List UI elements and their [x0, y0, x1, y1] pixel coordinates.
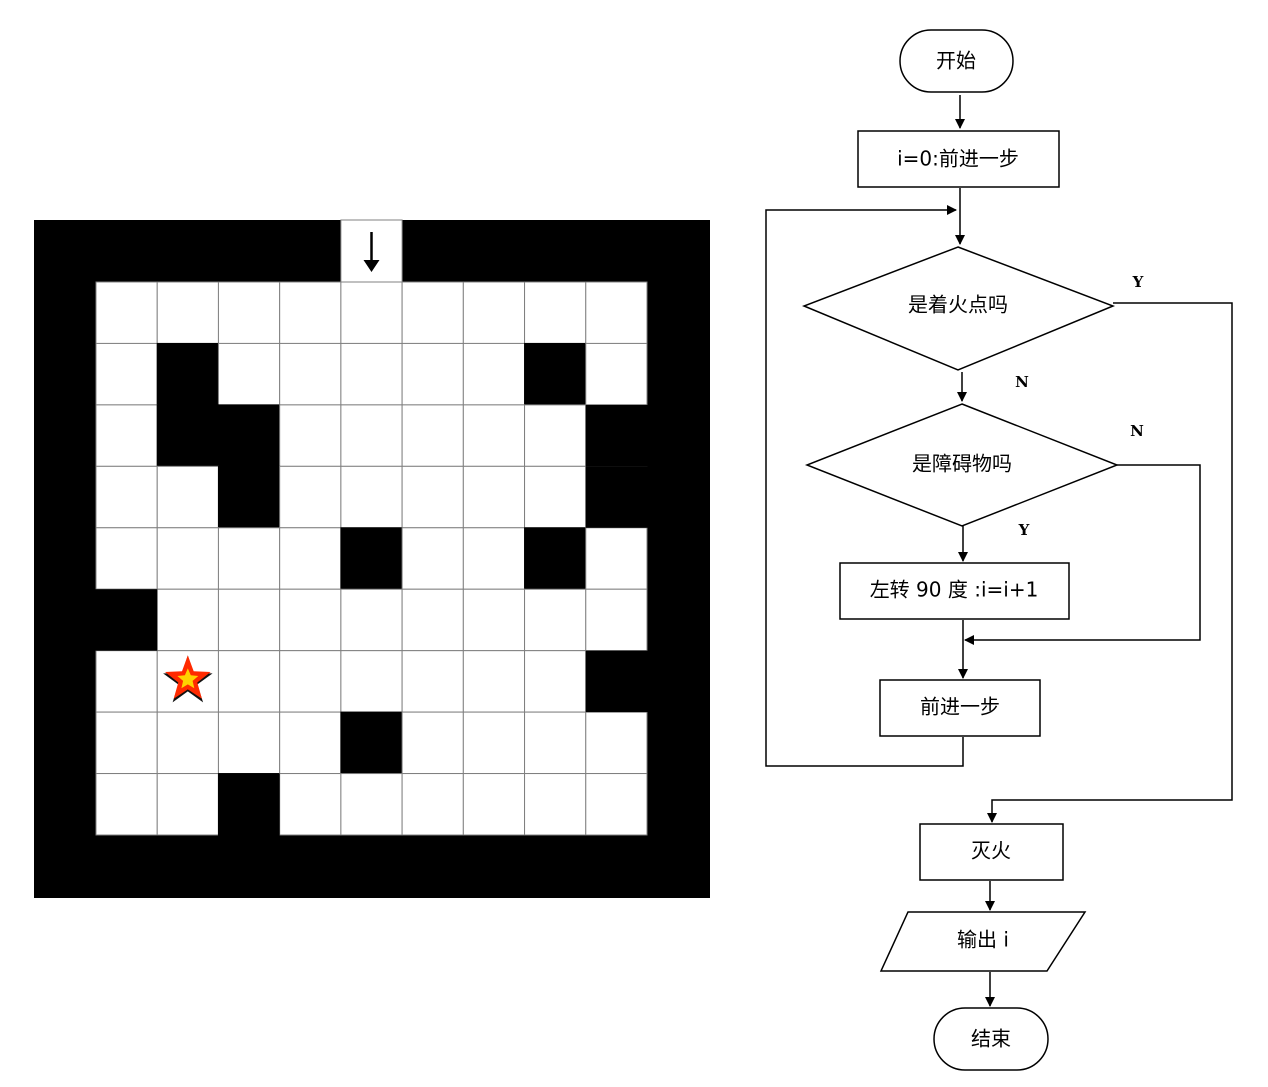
- maze-open-cell: [217, 711, 281, 775]
- maze-border-wall: [34, 589, 158, 651]
- fire-yes-label: Y: [1132, 273, 1144, 291]
- fire-no-label: N: [1015, 373, 1029, 391]
- maze-open-cell: [462, 281, 526, 344]
- maze-open-cell: [217, 588, 281, 652]
- turn-label: 左转 90 度 :i=i+1: [870, 578, 1039, 602]
- obstacle-decision-label: 是障碍物吗: [912, 452, 1012, 476]
- maze-open-cell: [585, 588, 648, 652]
- forward-label: 前进一步: [920, 695, 1000, 719]
- maze-open-cell: [462, 650, 526, 713]
- maze-open-cell: [401, 527, 464, 590]
- maze-open-cell: [462, 342, 526, 406]
- maze-open-cell: [401, 404, 464, 467]
- maze-open-cell: [524, 650, 587, 713]
- maze-border-wall: [585, 650, 710, 713]
- maze-open-cell: [279, 650, 342, 713]
- forward-process: [879, 679, 1041, 737]
- maze-open-cell: [95, 465, 158, 529]
- maze-open-cell: [462, 404, 526, 467]
- maze-open-cell: [279, 588, 342, 652]
- maze-open-cell: [95, 527, 158, 590]
- maze-open-cell: [401, 773, 464, 836]
- maze-grid: [34, 219, 710, 898]
- maze-open-cell: [524, 711, 587, 775]
- maze-open-cell: [340, 650, 403, 713]
- maze-wall-cell: [524, 527, 587, 590]
- maze-open-cell: [462, 527, 526, 590]
- maze-open-cell: [95, 711, 158, 775]
- arrow-down-icon-head: [363, 260, 380, 272]
- fire-decision-label: 是着火点吗: [908, 293, 1008, 317]
- init-label: i=0:前进一步: [897, 147, 1019, 171]
- maze-open-cell: [217, 650, 281, 713]
- maze-wall-cell: [524, 342, 587, 406]
- maze-open-cell: [585, 281, 648, 344]
- obstacle-no-label: N: [1130, 422, 1144, 440]
- maze-open-cell: [217, 342, 281, 406]
- maze-open-cell: [156, 465, 219, 529]
- output-io: [879, 911, 1087, 972]
- maze-open-cell: [156, 281, 219, 344]
- maze-border-wall: [585, 466, 710, 528]
- maze-open-cell: [95, 281, 158, 344]
- maze-open-cell: [95, 650, 158, 713]
- init-process: [857, 130, 1060, 188]
- maze-open-cell: [524, 773, 587, 836]
- output-label: 输出 i: [957, 928, 1009, 952]
- maze-open-cell: [279, 342, 342, 406]
- connector-loop-back: [765, 205, 964, 767]
- fire-star-core: [177, 668, 199, 689]
- start-terminal: [899, 29, 1014, 93]
- maze-open-cell: [585, 527, 648, 590]
- maze-open-cell: [401, 342, 464, 406]
- maze-open-cell: [401, 588, 464, 652]
- maze-open-cell: [156, 527, 219, 590]
- start-label: 开始: [936, 49, 976, 73]
- maze-open-cell: [401, 281, 464, 344]
- end-label: 结束: [971, 1027, 1011, 1051]
- maze-open-cell: [340, 342, 403, 406]
- maze-wall-cell: [156, 342, 219, 406]
- maze-open-cell: [524, 588, 587, 652]
- maze-open-cell: [462, 465, 526, 529]
- fire-decision: [801, 246, 1116, 371]
- extinguish-process: [919, 823, 1064, 881]
- maze-open-cell: [279, 711, 342, 775]
- maze-wall-cell: [217, 404, 281, 467]
- maze-border-wall: [585, 404, 710, 467]
- maze-wall-cell: [156, 404, 219, 467]
- maze-border-wall: [218, 773, 280, 898]
- maze-open-cell: [585, 773, 648, 836]
- connector-obstacle-no: [964, 464, 1201, 645]
- maze-open-cell: [585, 342, 648, 406]
- maze-open-cell: [340, 404, 403, 467]
- turn-process: [839, 562, 1070, 620]
- maze-open-cell: [279, 527, 342, 590]
- connector-fire-yes: [987, 302, 1233, 823]
- maze-open-cell: [156, 588, 219, 652]
- maze-open-cell: [340, 773, 403, 836]
- end-terminal: [933, 1007, 1049, 1071]
- obstacle-yes-label: Y: [1018, 521, 1030, 539]
- obstacle-decision: [804, 403, 1120, 527]
- extinguish-label: 灭火: [971, 839, 1011, 863]
- maze-open-cell: [95, 404, 158, 467]
- maze-open-cell: [279, 404, 342, 467]
- maze-open-cell: [524, 281, 587, 344]
- maze-open-cell: [340, 588, 403, 652]
- maze-wall-cell: [217, 465, 281, 529]
- maze-open-cell: [462, 773, 526, 836]
- maze-wall-cell: [340, 711, 403, 775]
